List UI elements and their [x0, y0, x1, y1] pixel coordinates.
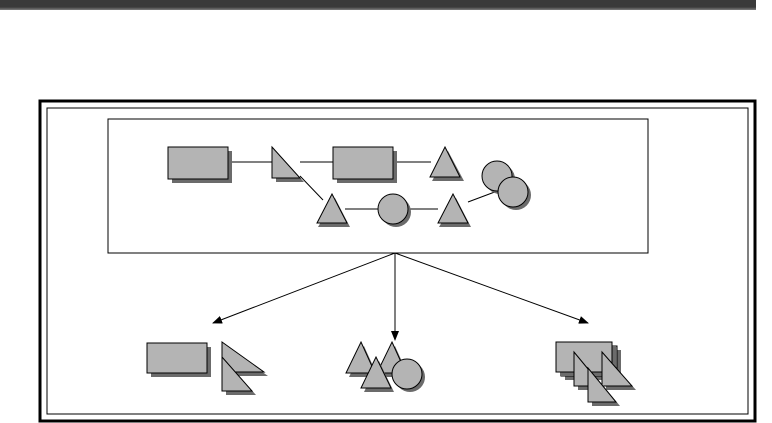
group-left-rectangle [147, 343, 207, 373]
decomposition-arrows [213, 253, 588, 340]
group-stacked-rectangles-and-triangles [556, 342, 636, 406]
group-triangles-and-circle [346, 342, 425, 392]
process-circle-front [498, 177, 528, 207]
group-rectangles-and-right-triangles [147, 342, 268, 395]
group-middle-circle [392, 359, 422, 389]
arrow-to-right-group [395, 253, 588, 323]
source-process-box [108, 119, 648, 253]
arrow-to-left-group [213, 253, 395, 323]
process-circle-bottom [378, 194, 408, 224]
process-rectangle-1 [168, 147, 228, 179]
process-rectangle-2 [333, 147, 393, 179]
